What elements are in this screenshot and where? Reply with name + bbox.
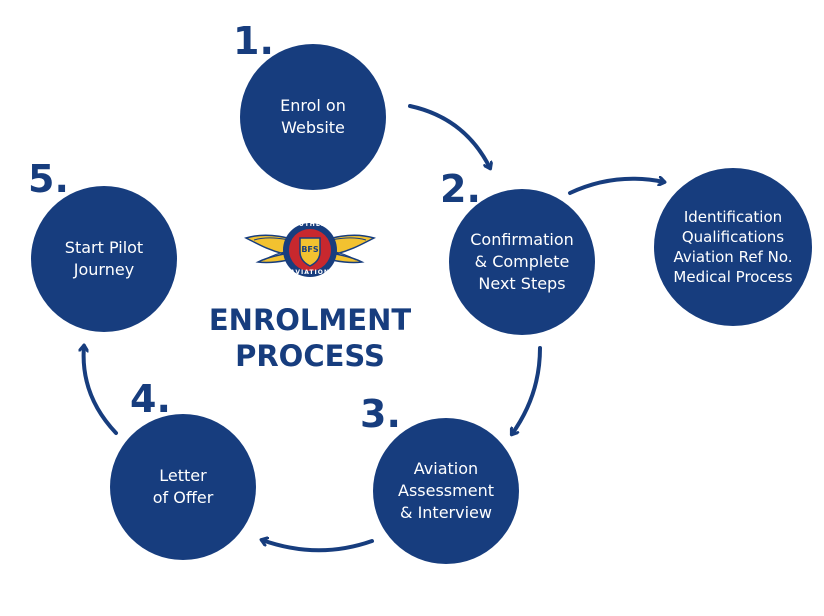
details-label: Identification Qualifications Aviation R…: [673, 208, 793, 286]
step-1-circle: Enrol on Website: [240, 44, 386, 190]
step-2-circle: Confirmation & Complete Next Steps: [449, 189, 595, 335]
page-title: ENROLMENT PROCESS: [190, 302, 430, 374]
arrow-step1-to-step2: [408, 104, 490, 168]
step-3-label: Aviation Assessment & Interview: [398, 459, 494, 522]
step-3-number: 3.: [360, 392, 401, 436]
logo-top-text: SOUTHERN: [287, 221, 333, 228]
title-line-1: ENROLMENT: [208, 303, 412, 337]
step-5-label: Start Pilot Journey: [64, 238, 144, 279]
step-2-label: Confirmation & Complete Next Steps: [470, 230, 574, 293]
title-line-2: PROCESS: [235, 339, 385, 373]
logo-badge-text: BFS: [301, 245, 319, 254]
step-4-number: 4.: [130, 377, 171, 421]
details-circle: Identification Qualifications Aviation R…: [654, 168, 812, 326]
step-4-label: Letter of Offer: [152, 466, 214, 507]
step-5-circle: Start Pilot Journey: [31, 186, 177, 332]
arrow-step4-to-step5: [84, 346, 118, 435]
logo-bottom-text: AVIATION: [290, 269, 330, 276]
arrow-step2-to-details: [568, 179, 664, 195]
arrow-step2-to-step3: [512, 346, 542, 434]
arrow-step3-to-step4: [262, 540, 374, 553]
step-1-number: 1.: [233, 19, 274, 63]
step-3-circle: Aviation Assessment & Interview: [373, 418, 519, 564]
southern-aviation-logo: SOUTHERN BFS AVIATION: [243, 214, 377, 284]
step-2-number: 2.: [440, 167, 481, 211]
wings-badge-icon: [243, 223, 377, 277]
step-4-circle: Letter of Offer: [110, 414, 256, 560]
step-5-number: 5.: [28, 157, 69, 201]
step-1-label: Enrol on Website: [280, 96, 346, 137]
